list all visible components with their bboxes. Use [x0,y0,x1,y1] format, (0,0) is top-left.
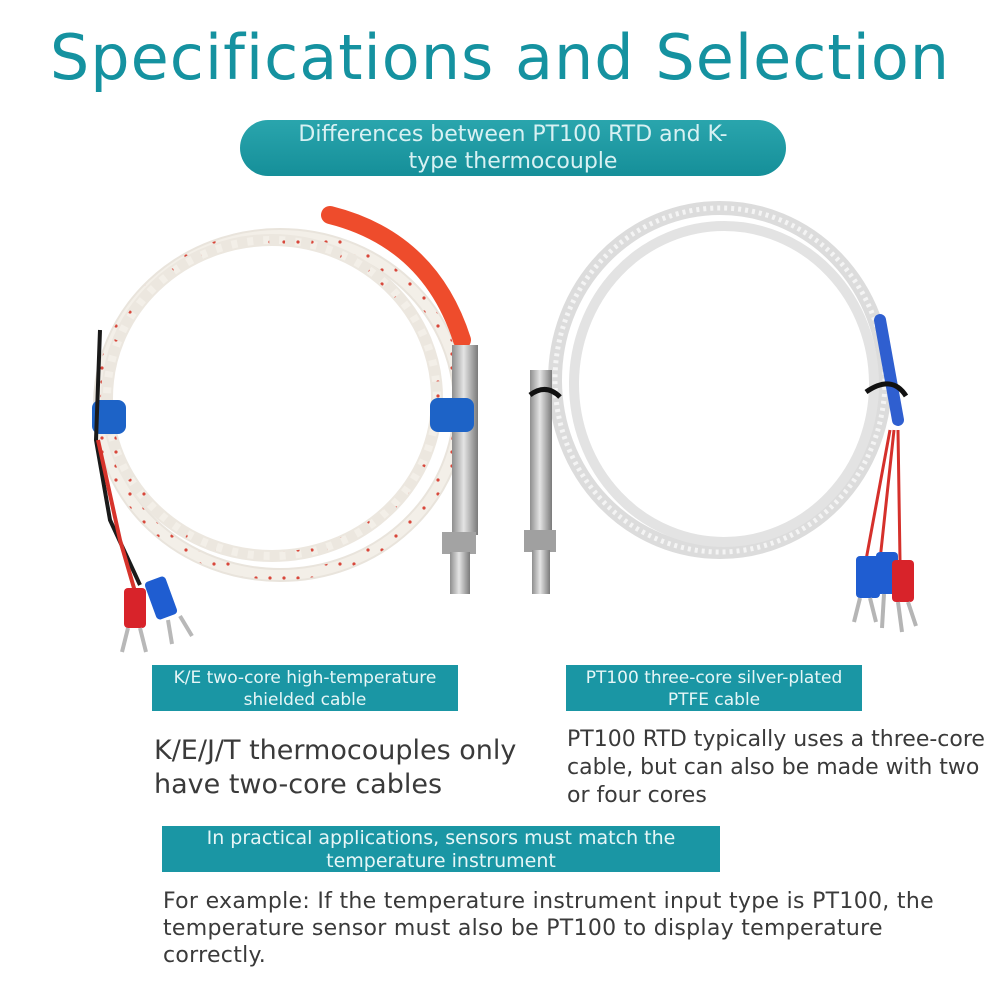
note-banner-text: In practical applications, sensors must … [206,827,676,872]
thermocouple-probe [92,206,478,653]
subtitle-pill: Differences between PT100 RTD and K-type… [240,120,786,176]
note-text: For example: If the temperature instrume… [163,889,934,968]
right-cable-banner-text: PT100 three-core silver-plated PTFE cabl… [585,668,843,710]
subtitle-text: Differences between PT100 RTD and K-type… [298,122,728,174]
page-title: Specifications and Selection [49,21,951,94]
right-cable-banner: PT100 three-core silver-plated PTFE cabl… [566,665,862,711]
left-cable-banner-text: K/E two-core high-temperature shielded c… [173,668,437,710]
left-description: K/E/J/T thermocouples only have two-core… [154,735,517,800]
left-cable-banner: K/E two-core high-temperature shielded c… [152,665,458,711]
product-photo [92,201,918,653]
rtd-probe [524,201,918,633]
right-description: PT100 RTD typically uses a three-core ca… [567,727,985,808]
note-banner: In practical applications, sensors must … [162,826,720,872]
